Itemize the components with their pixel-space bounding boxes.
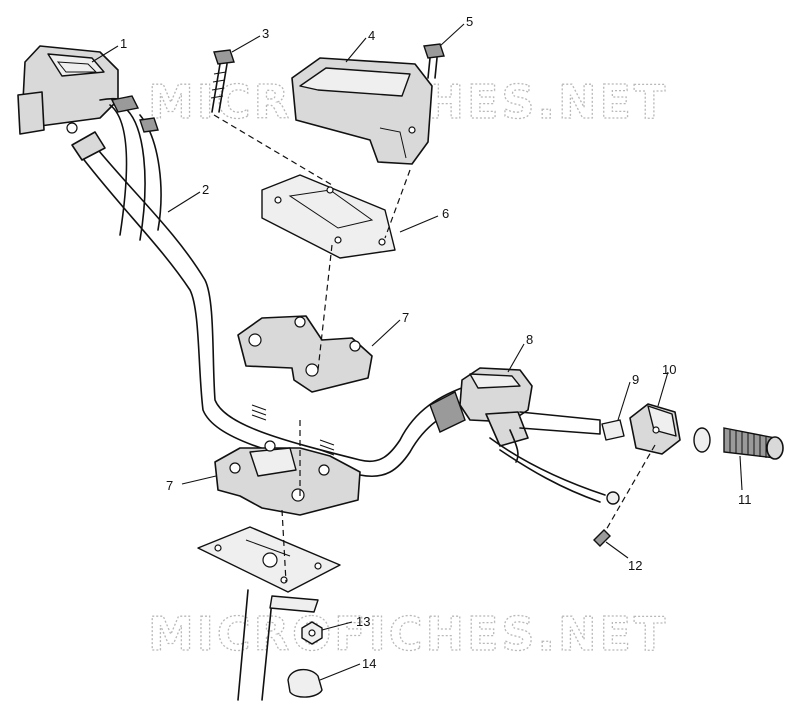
callout-1: 1 bbox=[120, 36, 127, 51]
screw-12 bbox=[593, 529, 611, 547]
bar-pad bbox=[291, 57, 433, 165]
alignment-lines bbox=[213, 114, 656, 583]
leader-lines bbox=[91, 23, 743, 681]
callout-3: 3 bbox=[262, 26, 269, 41]
throttle-housing bbox=[629, 403, 681, 455]
callout-6: 6 bbox=[442, 206, 449, 221]
top-plate bbox=[261, 174, 396, 259]
bolt-3 bbox=[210, 49, 235, 113]
callout-2: 2 bbox=[202, 182, 209, 197]
bolt-5 bbox=[423, 43, 445, 79]
steering-post bbox=[237, 589, 319, 701]
callout-4: 4 bbox=[368, 28, 375, 43]
callout-11: 11 bbox=[738, 492, 752, 507]
callout-7-lower: 7 bbox=[166, 478, 173, 493]
callout-8: 8 bbox=[526, 332, 533, 347]
brake-master-cylinder bbox=[459, 367, 620, 505]
left-switch-housing bbox=[17, 45, 136, 135]
cables bbox=[109, 95, 162, 241]
spacer bbox=[601, 419, 625, 441]
callout-10: 10 bbox=[662, 362, 676, 377]
handlebar bbox=[71, 131, 476, 477]
callout-13: 13 bbox=[356, 614, 370, 629]
cable-clip-14 bbox=[287, 669, 323, 698]
lower-handlebar-clamp bbox=[214, 440, 361, 516]
nut-13 bbox=[301, 621, 323, 645]
callout-5: 5 bbox=[466, 14, 473, 29]
watermark-bottom: MICROFICHES.NET bbox=[148, 607, 668, 661]
callout-9: 9 bbox=[632, 372, 639, 387]
mount-plate bbox=[197, 526, 341, 593]
callout-12: 12 bbox=[628, 558, 642, 573]
upper-handlebar-clamp bbox=[237, 315, 373, 393]
handlebar-grip bbox=[693, 427, 784, 460]
callout-7-upper: 7 bbox=[402, 310, 409, 325]
callout-14: 14 bbox=[362, 656, 376, 671]
callouts: 1 2 3 4 5 6 7 7 8 9 10 11 12 13 14 bbox=[120, 14, 752, 671]
